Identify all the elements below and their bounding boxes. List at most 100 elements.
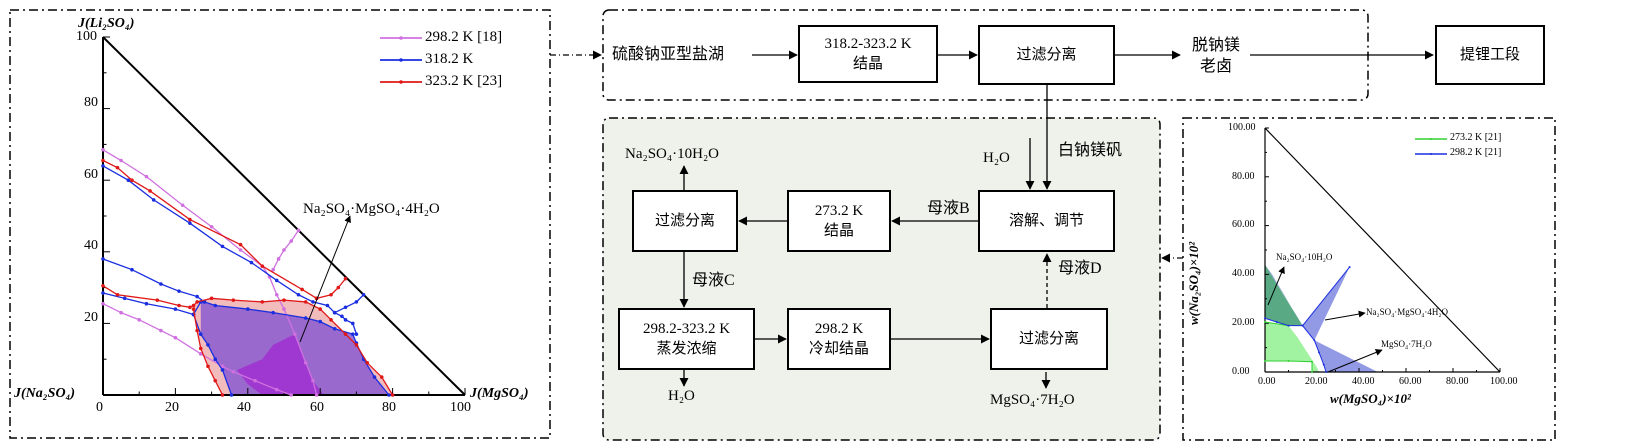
data-point bbox=[276, 257, 281, 261]
data-point bbox=[1348, 266, 1351, 269]
data-point bbox=[1325, 371, 1328, 373]
legend-marker bbox=[399, 58, 403, 62]
box-line: 过滤分离 bbox=[1018, 330, 1079, 347]
data-point bbox=[300, 287, 304, 292]
legend-item-323: 323.2 K [23] bbox=[425, 73, 503, 89]
lithium-extraction-box: 提锂工段 bbox=[1435, 25, 1545, 85]
data-point bbox=[1264, 320, 1266, 323]
x-tick: 80.00 bbox=[1446, 376, 1469, 387]
data-point bbox=[1287, 324, 1290, 327]
data-point bbox=[325, 303, 330, 308]
data-point bbox=[274, 292, 279, 297]
annotation-arrow bbox=[1327, 349, 1383, 373]
data-point bbox=[206, 364, 210, 369]
y-tick: 40 bbox=[84, 238, 98, 253]
data-point bbox=[343, 276, 348, 281]
data-point bbox=[296, 292, 301, 297]
data-point bbox=[126, 178, 131, 182]
data-point bbox=[191, 303, 196, 308]
data-point bbox=[1264, 317, 1266, 320]
box-line: 298.2 K bbox=[814, 320, 864, 337]
data-point bbox=[379, 375, 384, 379]
filter-separate-left-box: 过滤分离 bbox=[632, 190, 738, 252]
annotation-arrow bbox=[299, 215, 351, 343]
crystallize-318-323-box: 318.2-323.2 K 结晶 bbox=[798, 25, 938, 83]
data-point bbox=[206, 343, 210, 347]
data-point bbox=[311, 300, 315, 304]
data-point bbox=[144, 301, 149, 306]
data-point bbox=[350, 332, 355, 336]
data-point bbox=[365, 360, 370, 365]
hypotenuse-line bbox=[102, 36, 466, 396]
filter-separate-bottom-box: 过滤分离 bbox=[990, 308, 1108, 370]
data-point bbox=[289, 239, 294, 243]
data-point bbox=[130, 267, 134, 272]
data-point bbox=[213, 378, 218, 383]
box-line: 结晶 bbox=[852, 56, 883, 72]
data-point bbox=[274, 387, 279, 392]
data-point bbox=[209, 296, 214, 301]
mother-liquor-d-label: 母液D bbox=[1058, 260, 1102, 277]
data-point bbox=[155, 298, 160, 302]
y-tick: 20.00 bbox=[1232, 317, 1255, 328]
data-point bbox=[303, 360, 308, 365]
crystallize-273-box: 273.2 K 结晶 bbox=[787, 190, 891, 252]
astrakanite-label: 白钠镁矾 bbox=[1058, 142, 1123, 159]
data-point bbox=[354, 332, 359, 336]
data-point bbox=[220, 364, 225, 369]
data-point bbox=[144, 174, 149, 179]
data-point bbox=[1322, 363, 1325, 366]
legend-marker bbox=[1430, 153, 1432, 155]
data-point bbox=[293, 332, 297, 336]
x-tick: 40.00 bbox=[1352, 376, 1375, 387]
evaporate-concentrate-box: 298.2-323.2 K 蒸发浓缩 bbox=[618, 308, 755, 370]
y-tick: 100 bbox=[76, 29, 97, 44]
right-y-axis-label: w(Na₂SO₄)×10² bbox=[1186, 241, 1201, 325]
data-point bbox=[137, 318, 141, 322]
data-point bbox=[188, 217, 192, 222]
data-point bbox=[238, 248, 243, 252]
data-point bbox=[354, 300, 359, 304]
legend-item-298: 298.2 K [18] bbox=[425, 29, 503, 45]
data-point bbox=[159, 328, 163, 333]
left-panel-frame bbox=[9, 9, 551, 439]
data-point bbox=[195, 294, 199, 299]
x-tick: 20.00 bbox=[1305, 376, 1328, 387]
data-point bbox=[101, 257, 105, 261]
data-point bbox=[231, 298, 236, 302]
legend-marker bbox=[1430, 138, 1432, 140]
phase-region bbox=[1265, 264, 1303, 326]
brine-output-label: 脱钠镁 老卤 bbox=[1192, 36, 1240, 78]
dissolve-adjust-box: 溶解、调节 bbox=[978, 190, 1115, 252]
box-line: 过滤分离 bbox=[654, 212, 715, 229]
data-point bbox=[246, 307, 250, 311]
data-point bbox=[282, 307, 286, 311]
mirabilite-product-label: Na₂SO₄·10H₂O bbox=[625, 146, 720, 162]
left-y-axis-label: J(Li₂SO₄) bbox=[78, 16, 135, 31]
data-point bbox=[191, 307, 196, 311]
data-point bbox=[122, 296, 127, 301]
series-line bbox=[1265, 360, 1313, 372]
x-tick: 0 bbox=[96, 400, 103, 415]
data-point bbox=[314, 393, 319, 397]
data-point bbox=[260, 264, 265, 268]
data-point bbox=[220, 244, 225, 249]
series-line bbox=[192, 301, 390, 396]
data-point bbox=[249, 260, 254, 265]
data-point bbox=[1275, 320, 1278, 323]
box-line: 冷却结晶 bbox=[808, 341, 869, 357]
data-point bbox=[329, 292, 333, 297]
data-point bbox=[101, 291, 105, 295]
series-line bbox=[102, 149, 318, 396]
series-line bbox=[192, 308, 224, 396]
data-point bbox=[198, 352, 203, 356]
data-point bbox=[282, 248, 286, 252]
data-point bbox=[119, 310, 123, 315]
data-point bbox=[336, 285, 341, 290]
right-annotation-mirabilite: Na₂SO₄·10H₂O bbox=[1276, 252, 1333, 262]
data-point bbox=[148, 189, 152, 193]
annotation-arrow bbox=[1267, 266, 1285, 306]
left-origin-label: J(Na₂SO₄) bbox=[14, 386, 76, 401]
